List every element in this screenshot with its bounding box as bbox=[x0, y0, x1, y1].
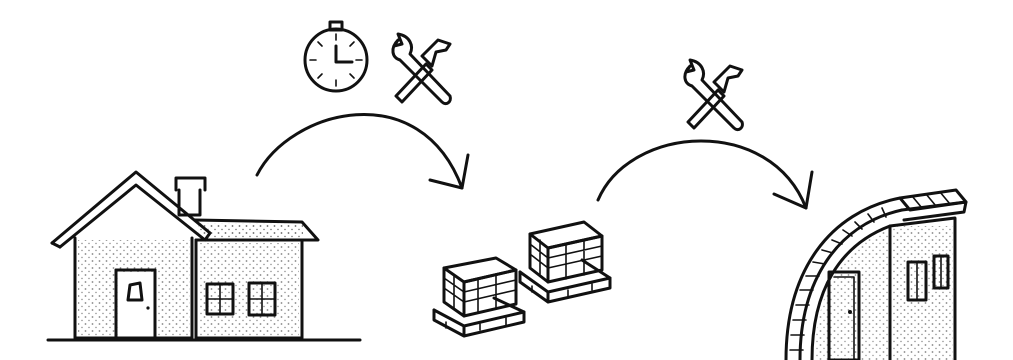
house-icon bbox=[46, 170, 362, 342]
tools-icon bbox=[391, 32, 452, 106]
arrow-pallets-to-hut bbox=[596, 139, 814, 210]
house-window-left bbox=[205, 282, 235, 316]
hut-window-right bbox=[932, 254, 950, 290]
house-window-right bbox=[247, 281, 277, 317]
pallet-stack-left bbox=[432, 256, 526, 338]
pallets-icon bbox=[432, 220, 612, 338]
tools-icon bbox=[683, 58, 744, 132]
hut-window-left bbox=[906, 260, 928, 302]
pallet-stack-right bbox=[518, 220, 612, 304]
quonset-hut-icon bbox=[784, 188, 968, 360]
arrow-house-to-pallets bbox=[255, 113, 470, 190]
stopwatch-icon bbox=[303, 20, 369, 93]
